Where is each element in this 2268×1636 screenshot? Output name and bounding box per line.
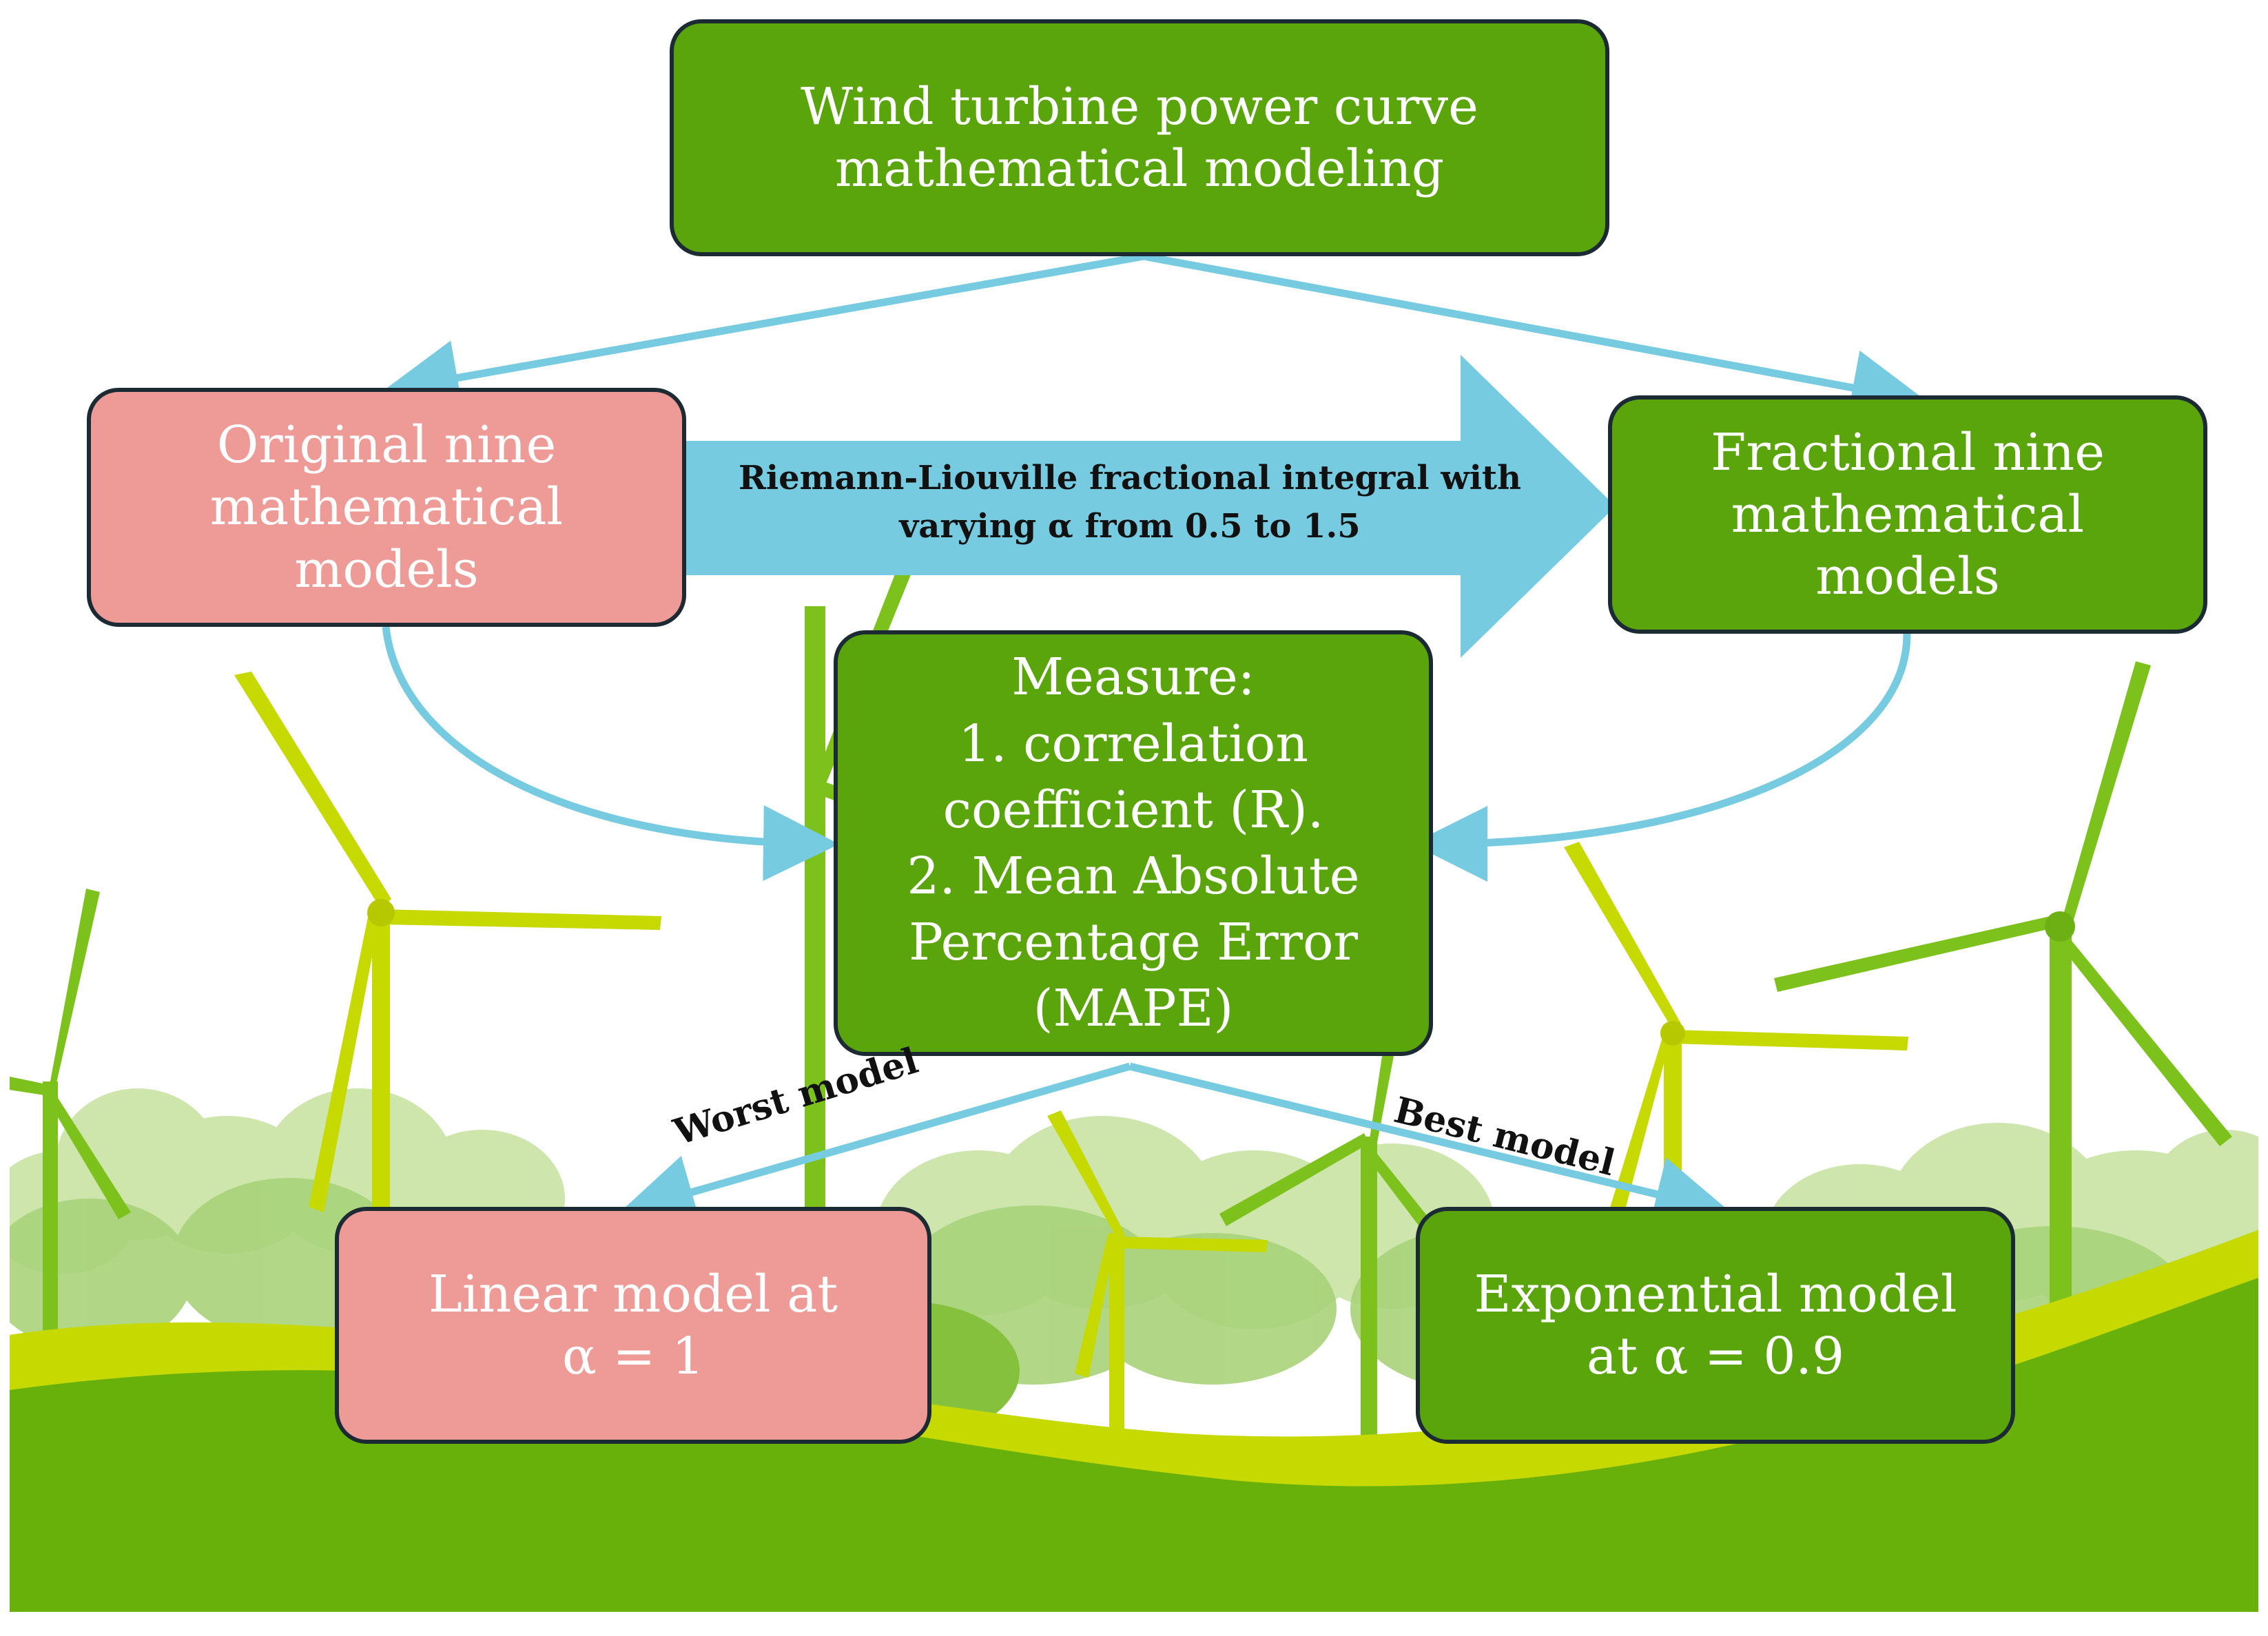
original-node-line: mathematical	[209, 477, 564, 537]
top-node-line: Wind turbine power curve	[801, 76, 1478, 136]
fractional-models-node: Fractional nine mathematical models	[1608, 395, 2207, 634]
top-node-line: mathematical modeling	[834, 139, 1445, 198]
transform-arrow	[682, 355, 1616, 658]
measure-node: Measure: 1. correlation coefficient (R).…	[834, 630, 1433, 1056]
original-node-line: Original nine	[216, 415, 557, 475]
original-models-node: Original nine mathematical models	[87, 388, 686, 627]
measure-line: (MAPE)	[1033, 979, 1234, 1039]
best-node-line: at α = 0.9	[1586, 1327, 1845, 1386]
transform-arrow-line: Riemann-Liouville fractional integral wi…	[738, 459, 1521, 497]
measure-line: 2. Mean Absolute	[907, 847, 1360, 906]
transform-arrow-line: varying α from 0.5 to 1.5	[899, 506, 1361, 546]
edge-measure-worst	[619, 1062, 1131, 1229]
edge-top-fractional	[1142, 252, 1928, 426]
edge-fractional-measure	[1412, 633, 1911, 882]
best-model-node: Exponential model at α = 0.9	[1416, 1207, 2015, 1444]
measure-line: Percentage Error	[909, 913, 1358, 973]
measure-line: Measure:	[1011, 648, 1255, 707]
worst-model-node: Linear model at α = 1	[335, 1207, 931, 1444]
connectors	[382, 252, 1928, 1232]
best-node-line: Exponential model	[1474, 1264, 1957, 1324]
edge-top-original	[382, 252, 1144, 415]
edge-original-measure	[382, 626, 839, 881]
transform-arrow-label: Riemann-Liouville fractional integral wi…	[682, 455, 1578, 550]
original-node-line: models	[294, 539, 479, 599]
green-hill	[0, 1274, 2268, 1626]
worst-node-line: α = 1	[561, 1327, 705, 1386]
fractional-node-line: mathematical	[1731, 484, 2085, 544]
worst-node-line: Linear model at	[428, 1264, 838, 1324]
fractional-node-line: models	[1815, 547, 2000, 607]
measure-line: 1. correlation	[958, 714, 1309, 774]
measure-line: coefficient (R).	[942, 780, 1324, 840]
top-node: Wind turbine power curve mathematical mo…	[670, 19, 1609, 256]
fractional-node-line: Fractional nine	[1711, 422, 2105, 482]
edge-measure-best	[1128, 1062, 1731, 1232]
